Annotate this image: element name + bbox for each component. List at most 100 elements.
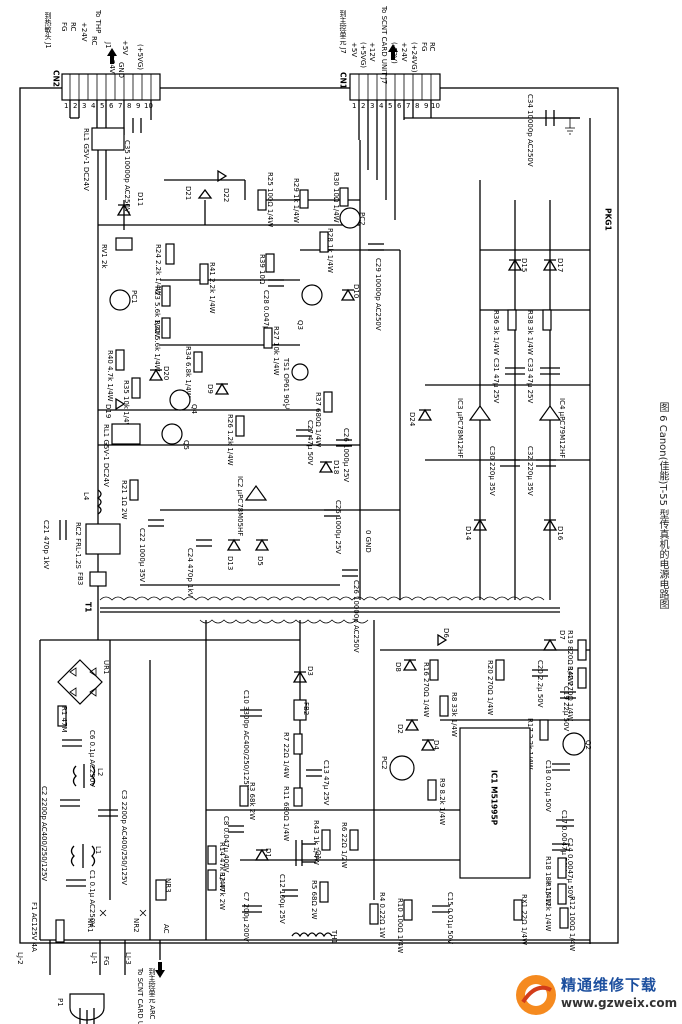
c13-label: C13 47μ 25V [322, 760, 330, 806]
c30 [500, 459, 520, 467]
j1-label: J1 [104, 41, 112, 49]
nr2-cross-icon [139, 909, 147, 917]
c14 [552, 843, 570, 851]
r12-label: R12 100Ω 1/4W [568, 896, 576, 951]
fb2-label: FB2 [302, 702, 310, 715]
ic3-regulator [468, 404, 492, 421]
t1-transformer [99, 596, 560, 624]
c26-label: C26 1000μ 25V [342, 428, 350, 482]
d24-diode [417, 408, 433, 421]
j2-pin-label: +24V [80, 22, 88, 42]
c8-label: C8 0.047μ 400V [222, 816, 230, 873]
q1-label: Q1 [314, 850, 322, 860]
cn1-pin-6: 6 [397, 102, 402, 110]
r7-resistor [293, 733, 303, 755]
c32 [536, 459, 556, 467]
d15-diode [507, 258, 523, 271]
j2-pin-label: RC [90, 36, 98, 46]
c28 [268, 279, 284, 287]
d2-label: D2 [396, 724, 404, 734]
d8-label: D8 [394, 662, 402, 672]
d1-diode [254, 848, 270, 861]
ic3-label: IC3 μPC78M12HF [456, 398, 464, 458]
c2 [60, 799, 80, 807]
nr3-varistor [155, 879, 167, 901]
c26b-label: C26 10000p AC250V [352, 580, 360, 653]
r17-resistor [539, 719, 549, 741]
ac-plug-icon [69, 993, 105, 1024]
ac-input-wires [49, 940, 161, 975]
d2-diode [404, 718, 420, 731]
cn2-signal-labels: FG RC +24V RC +5V +24V GND (+5VG) [60, 22, 144, 78]
d11-label: D11 [136, 192, 144, 206]
to-scnt-cn-label: 到主控单元 J7 [339, 10, 347, 54]
q3-transistor [301, 284, 323, 306]
d3-label: D3 [306, 666, 314, 676]
ts1-thermostat [291, 363, 309, 381]
c14-label: C14 0.0047μ 50V [566, 838, 574, 899]
cn1-pin-8: 8 [415, 102, 419, 110]
cn1-pin-5: 5 [388, 102, 392, 110]
rv1-trimmer [115, 237, 133, 251]
c21-label: C21 470p 1kV [42, 520, 50, 570]
j7-pin-label: RC [428, 42, 436, 52]
r16-resistor [429, 659, 439, 681]
l1-inductor [70, 844, 96, 868]
d24-label: D24 [408, 412, 416, 427]
r38-resistor [542, 309, 552, 331]
cn1-label: CN1 [339, 72, 348, 89]
arrow-down-icon [155, 962, 165, 978]
cn1-pin-9: 9 [424, 102, 428, 110]
r38-label: R38 3k 1/4W [526, 310, 534, 355]
d19-diode [115, 397, 126, 411]
r14-resistor [207, 845, 217, 865]
cn2-pin-8: 8 [127, 102, 131, 110]
q2-label: Q2 [584, 740, 592, 750]
c29-label: C29 10000p AC250V [374, 258, 382, 331]
c25 [324, 509, 340, 517]
c26b [342, 569, 358, 577]
r2-label: R2 47k 2W [218, 872, 226, 910]
fg-label: FG [102, 956, 110, 965]
c2-label: C2 2200p AC400/250/125V [40, 786, 48, 881]
r12-resistor [559, 907, 569, 929]
j2-pin-label: FG [60, 22, 68, 31]
l1-label: L1 [94, 846, 102, 854]
c35-label: C35 10000p AC250V [123, 140, 131, 213]
f1-fuse [55, 919, 65, 943]
c10-label: C10 3300p AC400/250/125V [242, 690, 250, 790]
d10-label: D10 [352, 284, 360, 298]
j2-pin-label: +5V [121, 40, 129, 55]
ic2-label: IC2 μPC78M05HF [236, 476, 244, 536]
c32-label: C32 220μ 35V [526, 446, 534, 496]
c26 [336, 439, 352, 447]
r16-label: R16 270Ω 1/4W [422, 662, 430, 717]
c25-label: C25 1000μ 25V [334, 500, 342, 554]
lj2-label: LJ-2 [16, 952, 24, 965]
r41-resistor [199, 263, 209, 285]
c19 [560, 691, 576, 699]
r34-resistor [193, 351, 203, 373]
ic2-regulator [244, 484, 268, 501]
d22-diode [217, 169, 228, 183]
cn1-pin-2: 2 [361, 102, 365, 110]
ic4-regulator [538, 404, 562, 421]
r9-resistor [427, 779, 437, 801]
r9-label: R9 8.2k 1/4W [438, 778, 446, 825]
r34-label: R34 6.8k 1/4W [184, 346, 192, 398]
rl1-label: RL1 G5V-1 DC24V [82, 128, 90, 191]
r35-resistor [131, 377, 141, 399]
cn1-pin-7: 7 [406, 102, 410, 110]
r1-label: R1 47M [60, 706, 68, 733]
d13-diode [226, 538, 242, 551]
r37-resistor [323, 391, 333, 413]
cn1-pin-numbers: 1 2 3 4 5 6 7 8 9 10 [352, 102, 440, 110]
r27-resistor [263, 327, 273, 349]
c28-label: C28 0.047μ 50V [262, 290, 270, 347]
r14-label: R14 47k 1/4W [218, 842, 226, 891]
r37-label: R37 680Ω 1/4W [314, 392, 322, 447]
j7-pin-label: (+5VG) [359, 42, 367, 68]
r24-resistor [165, 243, 175, 265]
fb2-bead [293, 699, 307, 721]
r35-label: R35 10k 1/4W [122, 380, 130, 429]
